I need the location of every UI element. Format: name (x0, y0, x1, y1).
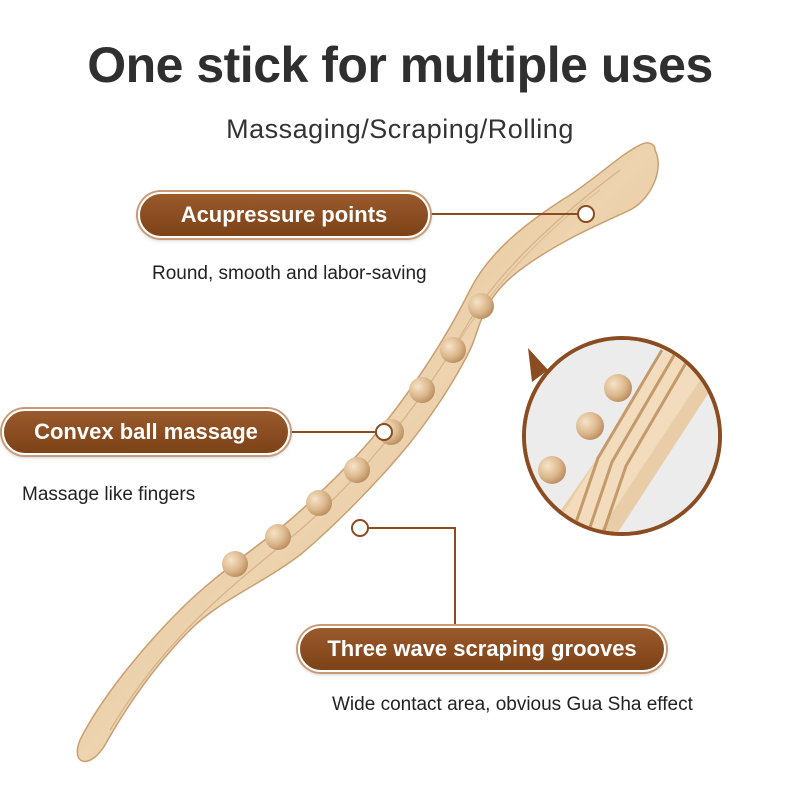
callout-scraping-grooves: Three wave scraping grooves (298, 626, 666, 672)
callout-acupressure-description: Round, smooth and labor-saving (152, 263, 427, 284)
zoom-detail-circle (522, 336, 722, 536)
massage-balls (222, 293, 494, 577)
callout-acupressure-points: Acupressure points (138, 192, 430, 238)
callout-connectors (290, 205, 595, 626)
page-subtitle: Massaging/Scraping/Rolling (226, 114, 574, 144)
callout-convex-ball-description: Massage like fingers (22, 484, 196, 505)
callout-convex-ball-massage: Convex ball massage (2, 409, 290, 455)
callout-scraping-grooves-description: Wide contact area, obvious Gua Sha effec… (332, 694, 693, 715)
page-title: One stick for multiple uses (87, 37, 713, 93)
